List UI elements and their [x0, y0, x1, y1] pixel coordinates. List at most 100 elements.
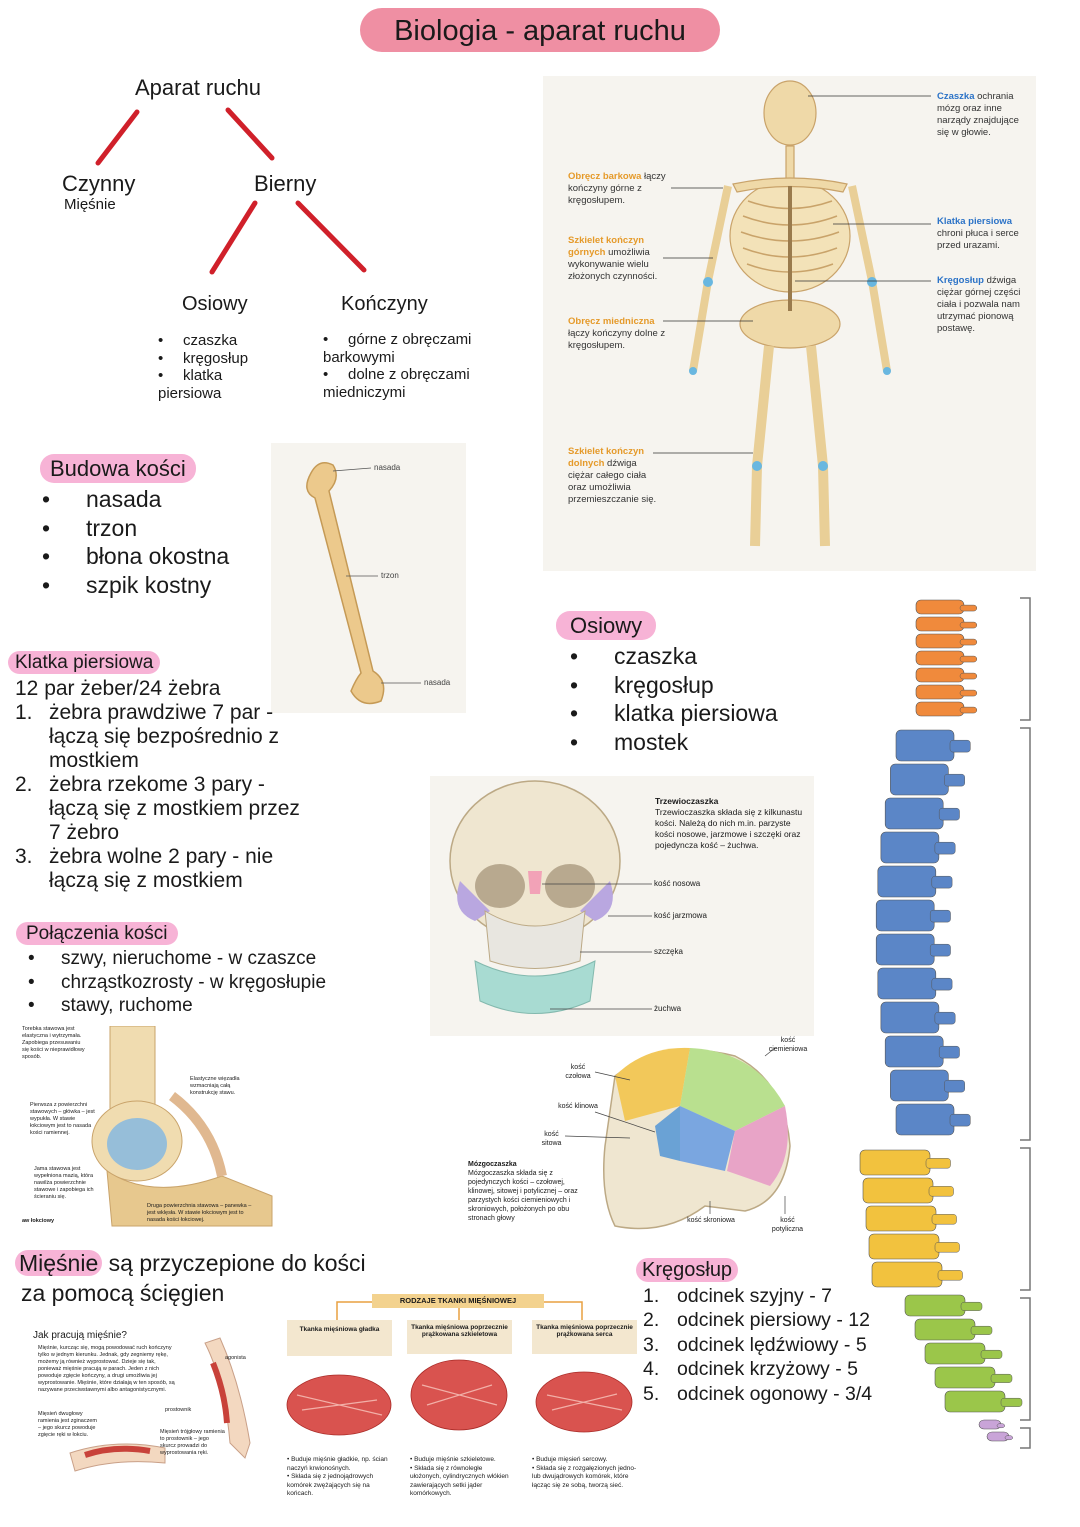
joints-item: •stawy, ruchome [28, 995, 193, 1016]
bone-structure-item: błona okostna [36, 542, 229, 571]
joint-label-ligaments: Elastyczne więzadła wzmacniają całą kons… [190, 1076, 240, 1096]
ribcage-list: 1.żebra prawdziwe 7 par -łączą się bezpo… [15, 701, 300, 893]
tissue-title-smooth: Tkanka mięśniowa gładka [287, 1320, 392, 1356]
axial-item: mostek [564, 728, 778, 757]
vertebra-process [959, 706, 978, 714]
label-frontal-bone: kość czołowa [565, 1064, 591, 1080]
vertebra [915, 650, 965, 666]
elbow-joint-figure: Torebka stawowa jest elastyczna i wytrzy… [22, 1025, 278, 1231]
vertebra [862, 1177, 934, 1204]
label-antagonist: prostownik [165, 1407, 192, 1413]
label-mandible: żuchwa [654, 1004, 682, 1013]
tree-limbs-item: barkowymi [323, 348, 395, 366]
label-occipital-bone: kość potyliczna [771, 1217, 804, 1233]
tissue-title-skeletal: Tkanka mięśniowa poprzecznie prążkowana … [407, 1320, 512, 1354]
label-skull: Czaszka ochrania mózg oraz inne narządy … [937, 91, 1019, 138]
label-ethmoid-bone: kość sitowa [541, 1131, 562, 1147]
joints-heading: Połączenia kości [16, 922, 178, 945]
spine-item: 1.odcinek szyjny - 7 [643, 1285, 832, 1307]
label-pelvic-girdle: Obręcz miedniczna łączy kończyny dolne z… [568, 316, 666, 351]
vertebra [915, 616, 965, 632]
axial-item: kręgosłup [564, 671, 778, 700]
vertebra [890, 763, 949, 796]
joint-caption: aw łokciowy [22, 1218, 55, 1224]
label-zygomatic-bone: kość jarzmowa [654, 911, 707, 920]
axial-item: czaszka [564, 642, 778, 671]
spine-item: 5.odcinek ogonowy - 3/4 [643, 1382, 873, 1405]
axial-list: czaszka kręgosłup klatka piersiowa moste… [564, 642, 778, 756]
tissue-header: RODZAJE TKANKI MIĘŚNIOWEJ [372, 1294, 544, 1308]
vertebra [868, 1233, 940, 1260]
ribcage-heading: Klatka piersiowa [8, 651, 161, 674]
elbow-joint-illustration [91, 1025, 273, 1227]
label-lower-limbs: Szkielet kończyn dolnych dźwiga ciężar c… [568, 446, 657, 505]
spine-item: 3.odcinek lędźwiowy - 5 [643, 1333, 867, 1356]
tissue-title-cardiac: Tkanka mięśniowa poprzecznie prążkowana … [532, 1320, 637, 1354]
vertebra [875, 899, 935, 932]
vertebra [890, 1069, 949, 1102]
vertebra [875, 933, 935, 966]
vertebra-process [949, 739, 971, 753]
vertebra-process [1004, 1435, 1013, 1441]
spine-item: 2.odcinek piersiowy - 12 [643, 1309, 870, 1332]
tree-active: Czynny [62, 171, 136, 196]
skull-side-illustration [564, 1047, 791, 1230]
tree-limbs-item: miedniczymi [323, 383, 406, 401]
vertebra-process [980, 1349, 1003, 1359]
ribcage-intro: 12 par żeber/24 żebra [15, 677, 221, 700]
tree-axial-item: piersiowa [158, 384, 222, 402]
vertebra [865, 1205, 937, 1232]
joint-label-capsule: Torebka stawowa jest elastyczna i wytrzy… [22, 1026, 85, 1060]
vertebra-process [937, 1270, 963, 1281]
vertebra-process [959, 689, 978, 697]
tissue-desc-cardiac: • Buduje mięsień sercowy.• Składa się z … [532, 1456, 637, 1489]
tree-axial-item: czaszka [183, 332, 238, 349]
vertebra-process [938, 807, 960, 821]
muscle-work-figure: Jak pracują mięśnie? Mięśnie, kurcząc si… [25, 1323, 270, 1483]
axial-item: klatka piersiowa [564, 699, 778, 728]
vertebra-process [931, 977, 953, 991]
arm-illustration [69, 1337, 251, 1472]
vertebra-process [960, 1301, 983, 1311]
bone-structure-heading: Budowa kości [40, 454, 196, 483]
label-sphenoid-bone: kość klinowa [558, 1103, 598, 1110]
spine-heading: Kręgosłup [636, 1258, 739, 1282]
femur-label-shaft: trzon [381, 571, 399, 580]
muscle-tissue-figure: RODZAJE TKANKI MIĘŚNIOWEJ Tkanka mięśnio… [282, 1290, 637, 1510]
label-spine: Kręgosłup dźwiga ciężar górnej części ci… [937, 275, 1021, 334]
vertebra-process [990, 1373, 1013, 1383]
vertebra-process [934, 841, 956, 855]
vertebra [915, 701, 965, 717]
spine-item: 4.odcinek krzyżowy - 5 [643, 1358, 858, 1381]
spine-figure [840, 590, 1040, 1460]
tree-limbs-item: dolne z obręczami [348, 366, 470, 383]
tree-active-sub: Mięśnie [64, 196, 116, 213]
vertebra [871, 1261, 943, 1288]
tree-axial-item: klatka [183, 367, 223, 384]
vertebra [915, 633, 965, 649]
bone-structure-item: trzon [36, 514, 229, 543]
femur-label-epiphysis-bottom: nasada [424, 678, 451, 687]
tree-limbs-item: górne z obręczami [348, 331, 472, 348]
tree-axial: Osiowy [182, 293, 248, 315]
tree-limbs-list: •górne z obręczami barkowymi •dolne z ob… [323, 331, 472, 401]
tissue-desc-skeletal: • Buduje mięśnie szkieletowe.• Składa si… [410, 1456, 509, 1497]
spine-illustration [859, 597, 1031, 1449]
facial-skull-note: Trzewioczaszka Trzewioczaszka składa się… [655, 796, 803, 850]
vertebra [880, 1001, 940, 1034]
label-shoulder-girdle: Obręcz barkowa łączy kończyny górne z kr… [568, 171, 666, 206]
ribcage-item: 1.żebra prawdziwe 7 par -łączą się bezpo… [15, 701, 279, 772]
vertebra-process [959, 638, 978, 646]
vertebra-process [934, 1242, 960, 1253]
femur-figure: nasada trzon nasada [271, 443, 466, 713]
vertebra [915, 599, 965, 615]
joint-label-head: Pierwsza z powierzchni stawowych – główk… [30, 1102, 95, 1136]
label-upper-limbs: Szkielet kończyn górnych umożliwia wykon… [568, 235, 658, 282]
vertebra [884, 797, 944, 830]
vertebra [934, 1366, 996, 1389]
tissue-connectors [286, 1301, 633, 1436]
vertebra-process [959, 604, 978, 612]
vertebra-process [959, 621, 978, 629]
vertebra-process [996, 1423, 1005, 1429]
